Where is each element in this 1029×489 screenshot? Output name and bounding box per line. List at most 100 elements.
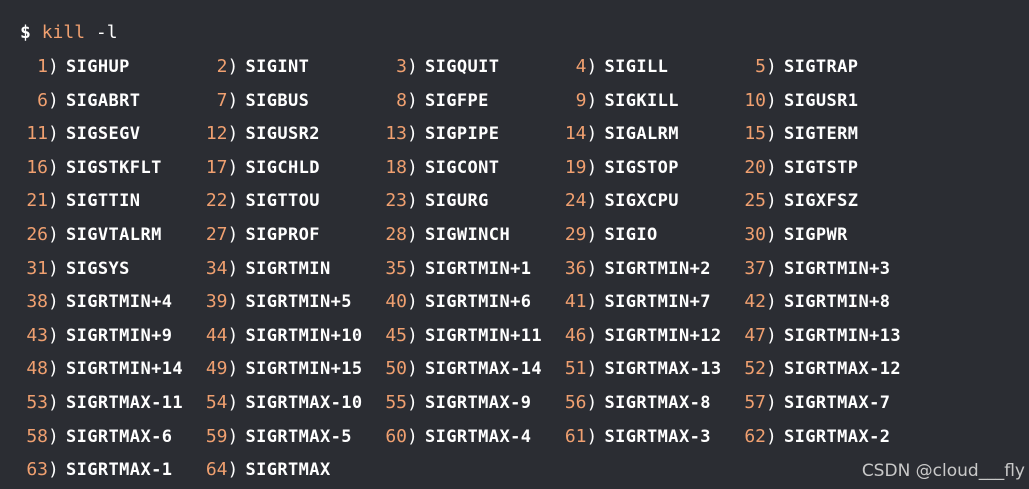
signal-number-paren: ) [766,291,777,313]
signal-number-paren: ) [766,324,777,346]
signal-number-paren: ) [407,224,418,245]
signal-number: 53 [26,392,48,413]
signal-number-paren: ) [407,358,418,380]
signal-number: 17 [205,156,228,178]
signal-number: 13 [385,123,407,145]
signal-number: 34 [205,257,228,279]
signal-name: SIGRTMAX-1 [66,460,173,481]
signal-number-paren: ) [766,392,777,413]
signal-number-paren: ) [48,89,59,111]
signal-number: 42 [744,291,766,313]
signal-name: SIGRTMAX-2 [784,426,891,447]
signal-number: 52 [744,358,766,380]
signal-name: SIGSEGV [66,124,141,145]
signal-number: 43 [26,324,48,346]
signal-number: 44 [205,324,228,346]
signal-name: SIGRTMAX-4 [425,426,532,447]
signal-number-paren: ) [586,123,598,145]
signal-number: 7 [216,89,228,111]
signal-number-paren: ) [766,358,777,380]
signal-number-paren: ) [766,89,777,111]
signal-name: SIGRTMAX-5 [245,426,352,447]
signal-name: SIGRTMAX-8 [604,393,711,413]
signal-name: SIGRTMAX-12 [784,359,901,380]
signal-number-paren: ) [766,425,777,447]
signal-number-paren: ) [407,291,418,313]
command-name: kill [41,22,86,43]
signal-number: 56 [564,392,587,413]
signal-number: 24 [564,190,587,212]
signal-name: SIGRTMIN+11 [425,325,542,346]
signal-name: SIGRTMIN+1 [425,258,532,279]
signal-name: SIGRTMIN+5 [245,292,352,313]
signal-number-paren: ) [407,89,418,111]
signal-name: SIGIO [604,225,658,245]
signal-number-paren: ) [227,156,239,178]
signal-name: SIGPROF [245,225,320,245]
signal-number-paren: ) [766,123,777,145]
signal-name: SIGRTMIN+13 [784,325,901,346]
signal-name: SIGRTMIN+8 [784,292,891,313]
signal-name: SIGINT [245,57,310,77]
signal-name: SIGSTOP [604,157,679,178]
signal-number-paren: ) [766,156,777,178]
signal-name: SIGUSR1 [784,90,859,111]
signal-number: 50 [385,358,407,380]
signal-number: 37 [744,257,766,279]
signal-name: SIGRTMAX-7 [784,393,891,413]
signal-number: 4 [575,56,587,77]
signal-name: SIGALRM [604,124,679,145]
signal-number-paren: ) [48,392,59,413]
signal-number: 8 [396,89,407,111]
signal-number-paren: ) [586,56,598,77]
signal-number-paren: ) [407,392,418,413]
signal-number-paren: ) [586,224,598,245]
signal-number: 60 [385,425,407,447]
signal-number: 21 [26,190,48,212]
signal-number: 64 [205,459,228,481]
signal-number-paren: ) [227,392,239,413]
signal-name: SIGPWR [784,225,848,245]
signal-number: 18 [385,156,407,178]
signal-number: 1 [37,56,48,77]
signal-name: SIGCONT [425,157,500,178]
signal-number-paren: ) [586,156,598,178]
signal-number: 38 [26,291,48,313]
signal-name: SIGRTMIN+12 [604,325,722,346]
signal-number: 22 [205,190,228,212]
signal-name: SIGTSTP [784,157,859,178]
signal-name: SIGTTOU [245,191,320,212]
signal-name: SIGTTIN [66,191,141,212]
signal-number: 31 [26,257,48,279]
signal-number: 26 [26,224,48,245]
signal-name: SIGRTMIN+9 [66,325,173,346]
signal-number-paren: ) [227,56,239,77]
signal-number-paren: ) [586,425,598,447]
signal-name: SIGRTMIN+14 [66,359,183,380]
signal-number: 25 [744,190,766,212]
signal-number: 15 [744,123,766,145]
signal-number-paren: ) [227,291,239,313]
signal-number-paren: ) [586,291,598,313]
signal-number-paren: ) [48,156,59,178]
signal-number: 61 [564,425,587,447]
signal-number: 45 [385,324,407,346]
signal-name: SIGRTMAX [245,460,331,481]
signal-number: 12 [205,123,228,145]
signal-name: SIGPIPE [425,124,500,145]
signal-number: 10 [744,89,766,111]
signal-number-paren: ) [586,190,598,212]
signal-name: SIGABRT [66,90,141,111]
signal-number-paren: ) [48,190,59,212]
signal-name: SIGRTMAX-13 [604,359,722,380]
signal-name: SIGQUIT [425,57,500,77]
signal-name: SIGSTKFLT [66,157,162,178]
signal-number-paren: ) [48,224,59,245]
signal-number-paren: ) [48,56,59,77]
